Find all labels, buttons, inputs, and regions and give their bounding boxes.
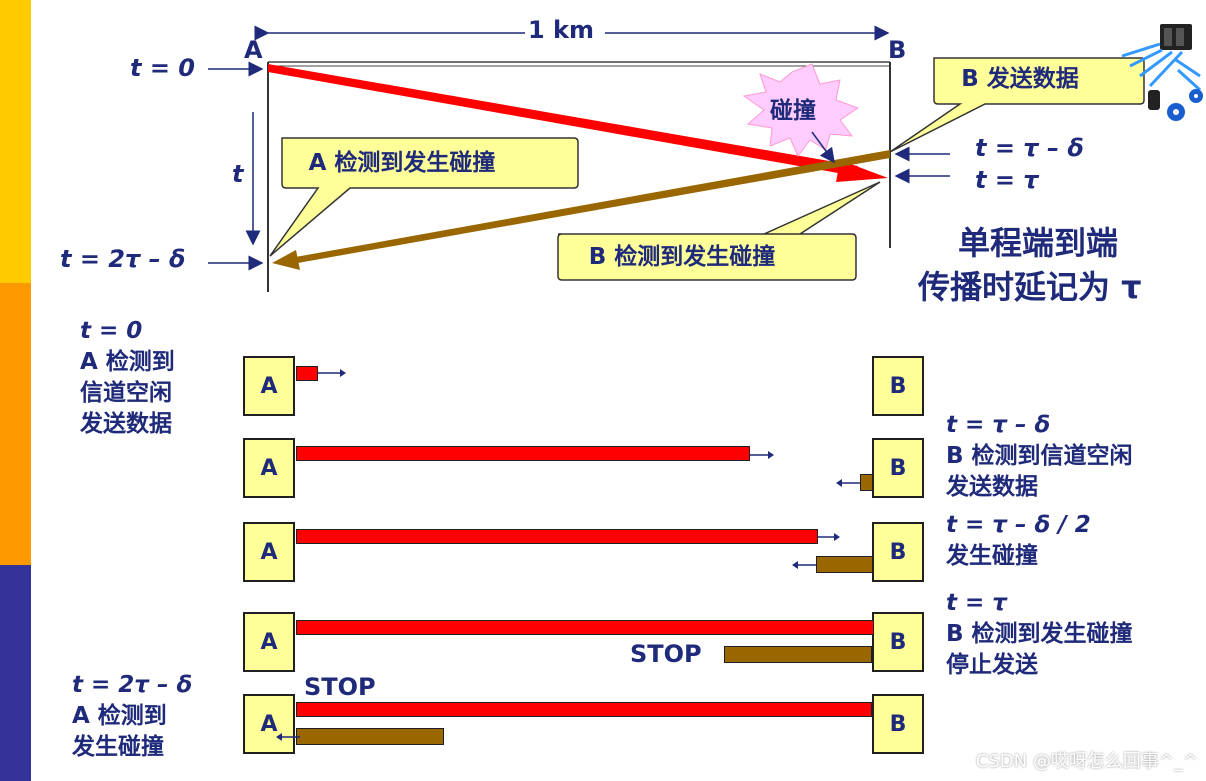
t-tau-minus-delta-label: t = τ – δ: [975, 134, 1084, 162]
note-line-1: 单程端到端: [958, 224, 1119, 262]
t-2tau-label: t = 2τ – δ: [60, 245, 186, 273]
row1-caption: t = 0 A 检测到 信道空闲 发送数据: [80, 318, 175, 437]
watermark: CSDN @哎呀怎么回事^_^: [975, 751, 1198, 772]
row4-b-frame: [724, 646, 872, 663]
row3-arrow-b: [792, 561, 816, 569]
side-strip-orange: [0, 283, 31, 565]
side-strip-navy: [0, 565, 31, 781]
row4-stop-label: STOP: [630, 640, 702, 668]
t-axis-label: t: [232, 160, 244, 188]
row3-station-b: B: [872, 522, 924, 582]
row2-caption: t = τ – δ B 检测到信道空闲 发送数据: [946, 412, 1133, 500]
row2-arrow-a: [750, 451, 774, 459]
row4-a-frame: [296, 620, 874, 635]
side-strip-yellow: [0, 0, 31, 283]
row3-a-frame: [296, 529, 818, 544]
distance-label: 1 km: [528, 16, 595, 44]
row5-caption: t = 2τ – δ A 检测到 发生碰撞: [72, 672, 193, 760]
row4-station-a: A: [243, 612, 295, 672]
t0-label: t = 0: [130, 54, 195, 82]
b-frame-signal: [290, 150, 890, 264]
timing-diagram: 碰撞 B 发送数据 A 检测到发生碰撞 B 检测到发生碰撞: [208, 24, 1203, 292]
row3-station-a: A: [243, 522, 295, 582]
row1-arrow: [318, 369, 346, 377]
network-computer-icon: [1121, 24, 1203, 121]
row2-arrow-b: [836, 479, 860, 487]
callout-b-detect: [557, 181, 881, 281]
collision-burst-label: 碰撞: [770, 97, 816, 124]
row4-station-b: B: [872, 612, 924, 672]
row5-station-a: A: [243, 694, 295, 754]
station-a-label: A: [244, 36, 263, 64]
svg-text:B 发送数据: B 发送数据: [961, 65, 1079, 92]
row1-station-b: B: [872, 356, 924, 416]
row2-station-b: B: [872, 438, 924, 498]
row4-caption: t = τ B 检测到发生碰撞 停止发送: [946, 590, 1133, 678]
row5-stop-label: STOP: [304, 673, 376, 701]
svg-text:B 检测到发生碰撞: B 检测到发生碰撞: [589, 243, 776, 270]
note-line-2: 传播时延记为 τ: [918, 268, 1142, 306]
row2-b-frame: [860, 474, 873, 491]
a-frame-signal: [268, 64, 858, 176]
row2-a-frame: [296, 446, 750, 461]
row1-station-a: A: [243, 356, 295, 416]
t-tau-label: t = τ: [975, 166, 1039, 194]
station-b-label: B: [888, 36, 907, 64]
row3-b-frame: [816, 556, 873, 573]
row5-arrow-b: [276, 733, 300, 741]
row5-a-frame: [296, 702, 872, 717]
svg-text:A 检测到发生碰撞: A 检测到发生碰撞: [309, 149, 496, 176]
callout-a-detect: [269, 137, 579, 257]
row5-station-b: B: [872, 694, 924, 754]
row5-b-frame: [296, 728, 444, 745]
collision-burst: [742, 63, 860, 157]
row3-caption: t = τ – δ / 2 发生碰撞: [946, 512, 1091, 569]
row3-arrow-a: [818, 533, 840, 541]
row2-station-a: A: [243, 438, 295, 498]
row1-a-frame: [296, 366, 318, 381]
